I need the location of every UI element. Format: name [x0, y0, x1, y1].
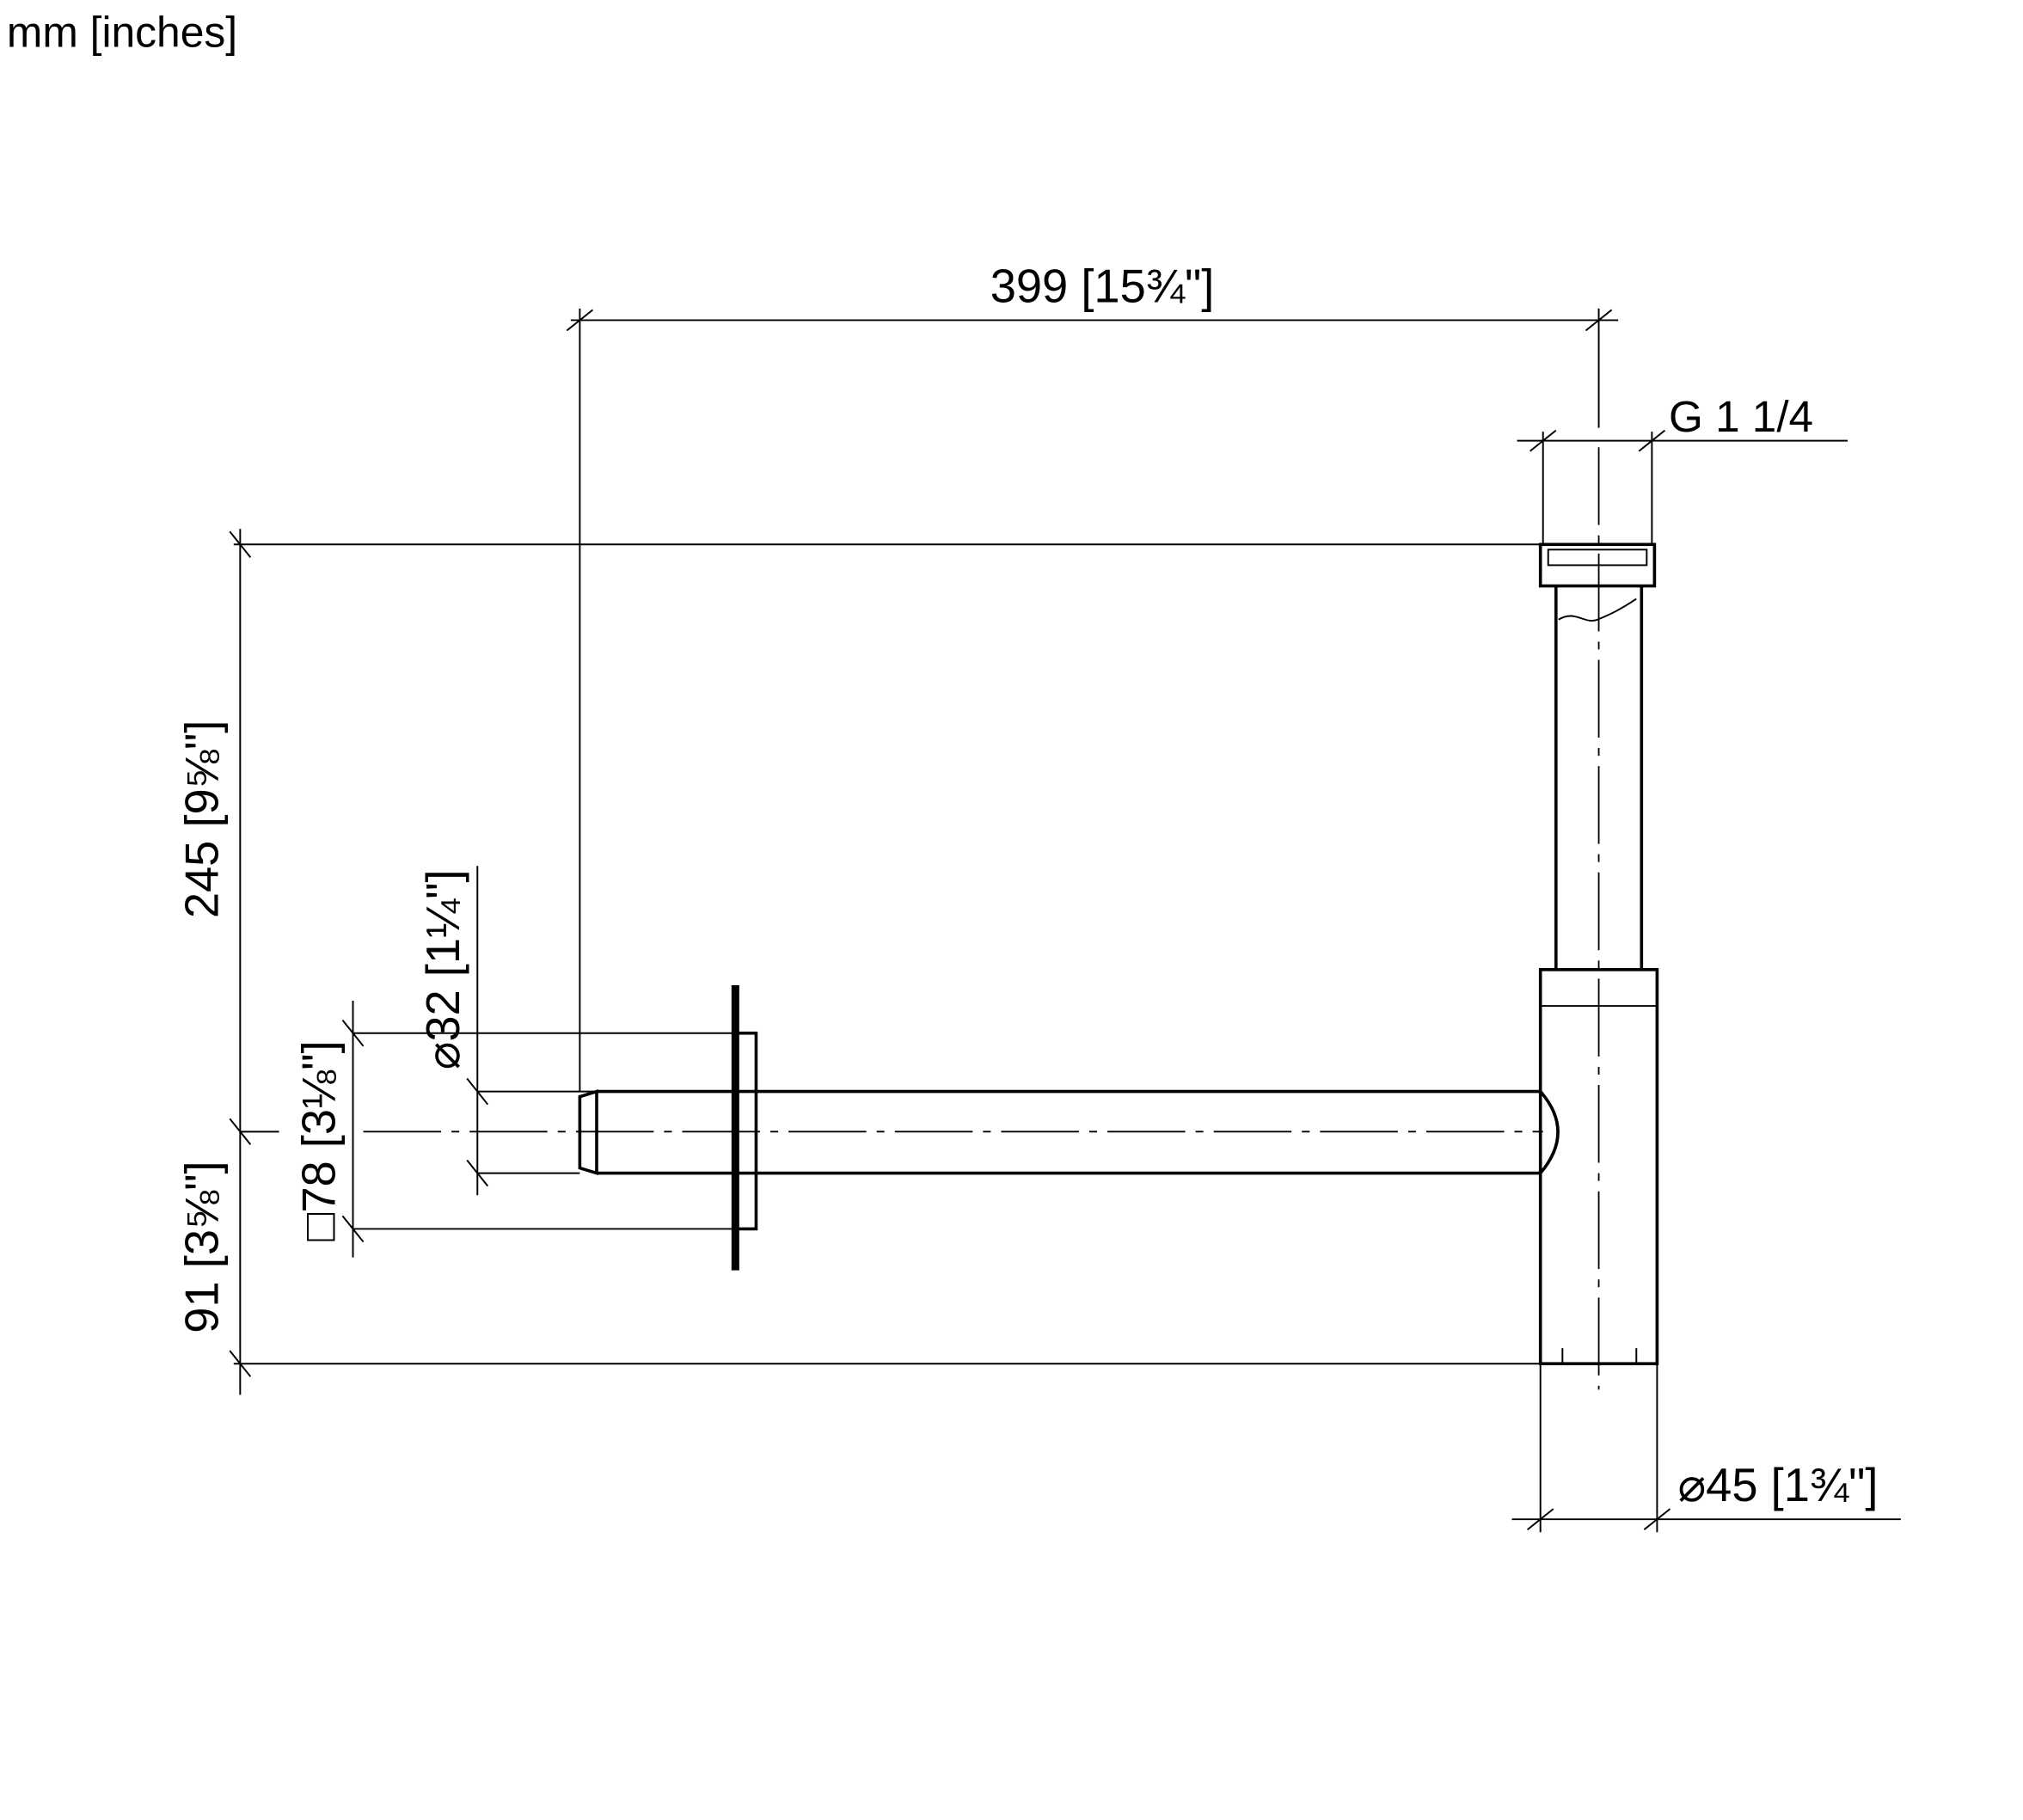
height-top-mm: 245: [176, 841, 229, 919]
pipe-diameter-inch: 1¼": [417, 882, 469, 964]
svg-text:91 [3⅝"]: 91 [3⅝"]: [176, 1161, 229, 1333]
square-symbol: □: [292, 1212, 345, 1241]
units-label: mm [inches]: [7, 8, 237, 56]
height-bottom-inch: 3⅝": [176, 1174, 229, 1255]
pipe-diameter-mm: 32: [417, 990, 469, 1041]
width-mm: 399: [990, 260, 1069, 312]
height-dimension: 245 [9⅝"] 91 [3⅝"]: [176, 529, 279, 1395]
trap-diameter-inch: 1¾": [1784, 1459, 1866, 1511]
thread-dimension: G 1 1/4: [1517, 392, 1848, 545]
width-dimension: 399 [15¾"]: [566, 260, 1619, 1092]
svg-text:□78 [3⅛"]: □78 [3⅛"]: [292, 1040, 345, 1241]
siphon-trap: [1538, 542, 1659, 1366]
flange-inch: 3⅛": [292, 1053, 345, 1135]
diameter-symbol: ⌀: [1678, 1459, 1707, 1511]
svg-text:⌀32 [1¼"]: ⌀32 [1¼"]: [417, 869, 469, 1069]
height-bottom-mm: 91: [176, 1281, 229, 1333]
trap-diameter-dimension: ⌀45 [1¾"]: [1511, 1363, 1901, 1533]
height-top-inch: 9⅝": [176, 733, 229, 815]
outlet-pipe: [578, 1089, 1560, 1176]
flange-mm: 78: [292, 1161, 345, 1212]
svg-text:245 [9⅝"]: 245 [9⅝"]: [176, 720, 229, 918]
flange-dimension: □78 [3⅛"]: [292, 1001, 736, 1258]
thread-label: G 1 1/4: [1669, 392, 1813, 441]
width-inch: 15¾": [1094, 260, 1201, 312]
diameter-symbol: ⌀: [417, 1042, 469, 1070]
trap-diameter-mm: 45: [1706, 1459, 1757, 1511]
svg-text:⌀45 [1¾"]: ⌀45 [1¾"]: [1678, 1459, 1879, 1511]
wall-flange: [731, 984, 758, 1271]
svg-text:399 [15¾"]: 399 [15¾"]: [990, 260, 1215, 312]
pipe-diameter-dimension: ⌀32 [1¼"]: [417, 866, 597, 1196]
